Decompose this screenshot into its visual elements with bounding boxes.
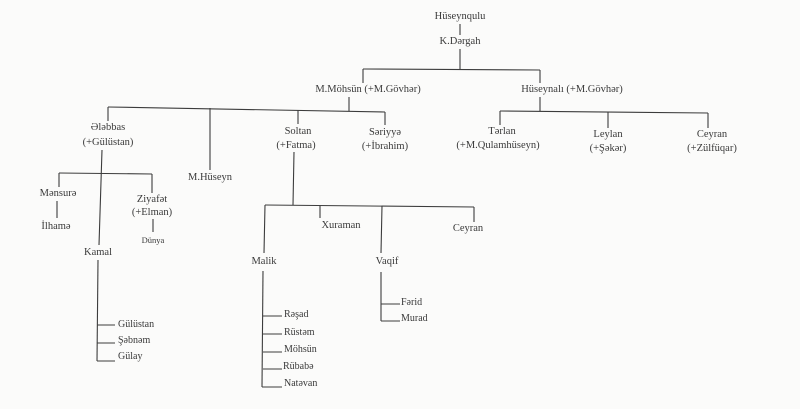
node-kamal-child: Gülay	[118, 351, 143, 362]
node-malik: Malik	[251, 255, 277, 267]
node-seriyye: Səriyyə	[368, 126, 402, 138]
node-ceyran-spouse: (+Zülfüqar)	[687, 142, 737, 154]
node-malik-child: Rübabə	[283, 361, 314, 372]
node-m-huseyn: M.Hüseyn	[187, 171, 233, 183]
node-m-mohsun: M.Möhsün (+M.Gövhər)	[315, 83, 421, 95]
node-vaqif-child: Fərid	[401, 297, 423, 308]
node-mensure: Mənsurə	[39, 187, 77, 199]
node-alabbas: Ələbbas	[90, 121, 126, 133]
node-kamal: Kamal	[84, 246, 112, 258]
node-ceyran-soltan: Ceyran	[452, 222, 484, 234]
node-k-dergah: K.Dərgah	[439, 35, 481, 47]
node-vaqif-child: Murad	[401, 313, 428, 324]
node-kamal-child: Gülüstan	[118, 319, 155, 330]
node-ziyafet: Ziyafət	[136, 193, 168, 205]
node-malik-child: Rüstəm	[284, 327, 315, 338]
node-ceyran: Ceyran	[696, 128, 728, 140]
node-malik-child: Möhsün	[284, 344, 317, 355]
node-terlan: Tərlan	[488, 125, 516, 137]
node-soltan: Soltan	[284, 125, 312, 137]
node-soltan-spouse: (+Fatma)	[276, 139, 316, 151]
node-dunya: Dünya	[141, 234, 165, 245]
node-seriyye-spouse: (+İbrahim)	[361, 140, 409, 152]
node-alabbas-spouse: (+Gülüstan)	[82, 136, 134, 148]
node-leylan-spouse: (+Şəkər)	[589, 142, 627, 154]
node-root: Hüseynqulu	[434, 10, 486, 22]
node-ziyafet-spouse: (+Elman)	[131, 206, 173, 218]
node-leylan: Leylan	[593, 128, 623, 140]
node-huseynali: Hüseynalı (+M.Gövhər)	[521, 83, 623, 95]
node-vaqif: Vaqif	[375, 255, 399, 267]
node-malik-child: Natəvan	[284, 378, 318, 389]
node-malik-child: Rəşad	[284, 309, 309, 320]
node-terlan-spouse: (+M.Qulamhüseyn)	[456, 139, 540, 151]
node-xuraman: Xuraman	[321, 219, 361, 231]
node-ilhame: İlhamə	[41, 220, 71, 232]
node-kamal-child: Şəbnəm	[118, 335, 151, 346]
